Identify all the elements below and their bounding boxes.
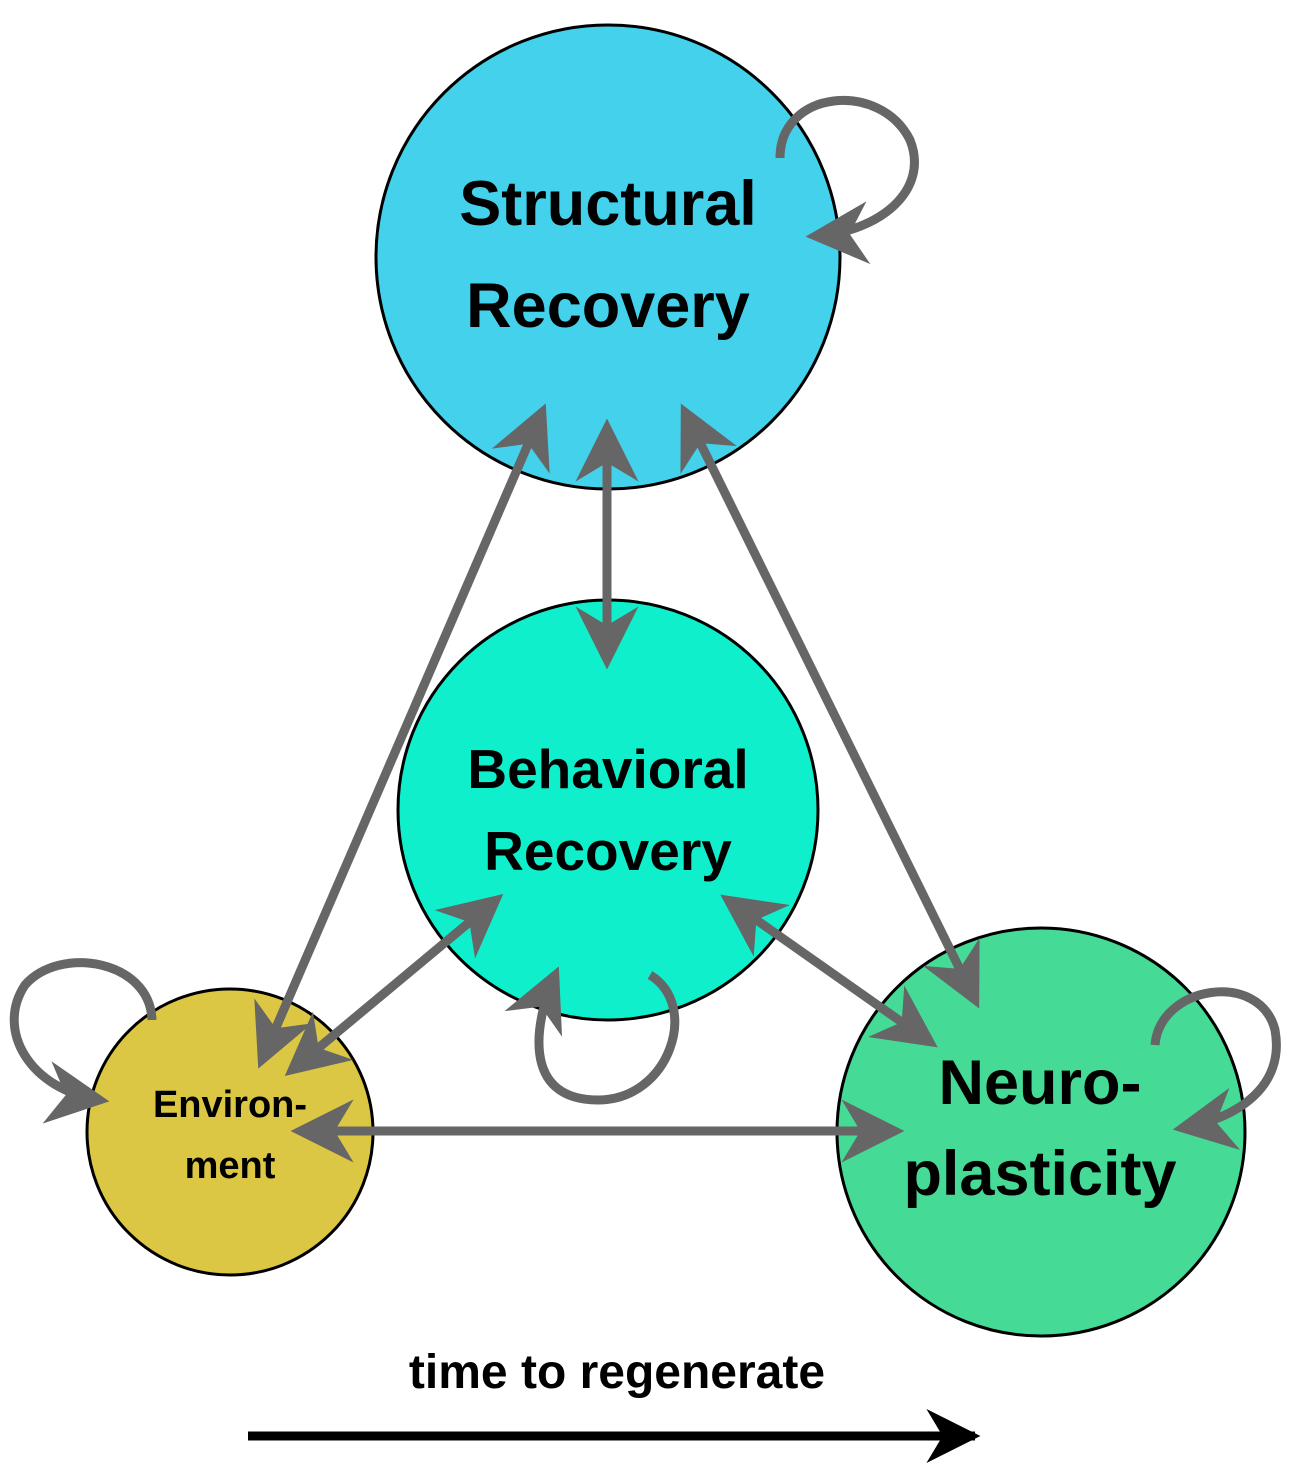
structural-recovery-label-line1: Structural bbox=[459, 169, 757, 239]
neuroplasticity-label-line2: plasticity bbox=[903, 1139, 1176, 1209]
edge-behavioral-environment bbox=[284, 893, 504, 1077]
environment-label-line2: ment bbox=[185, 1145, 276, 1187]
behavioral-recovery-label-line1: Behavioral bbox=[467, 738, 748, 800]
neuroplasticity-label-line1: Neuro- bbox=[939, 1048, 1142, 1118]
self-loop-environment bbox=[9, 958, 157, 1124]
self-loop-behavioral bbox=[504, 966, 680, 1105]
structural-recovery-label-line2: Recovery bbox=[466, 271, 750, 341]
self-loop-structural bbox=[775, 95, 919, 265]
structural-recovery-node bbox=[374, 23, 842, 491]
self-loop-neuroplasticity bbox=[1150, 987, 1281, 1150]
edge-behavioral-neuroplasticity bbox=[720, 894, 938, 1048]
behavioral-recovery-label-line2: Recovery bbox=[484, 820, 732, 882]
time-axis-label: time to regenerate bbox=[409, 1346, 825, 1399]
environment-label-line1: Environ- bbox=[153, 1084, 307, 1126]
behavioral-recovery-node bbox=[396, 598, 820, 1022]
